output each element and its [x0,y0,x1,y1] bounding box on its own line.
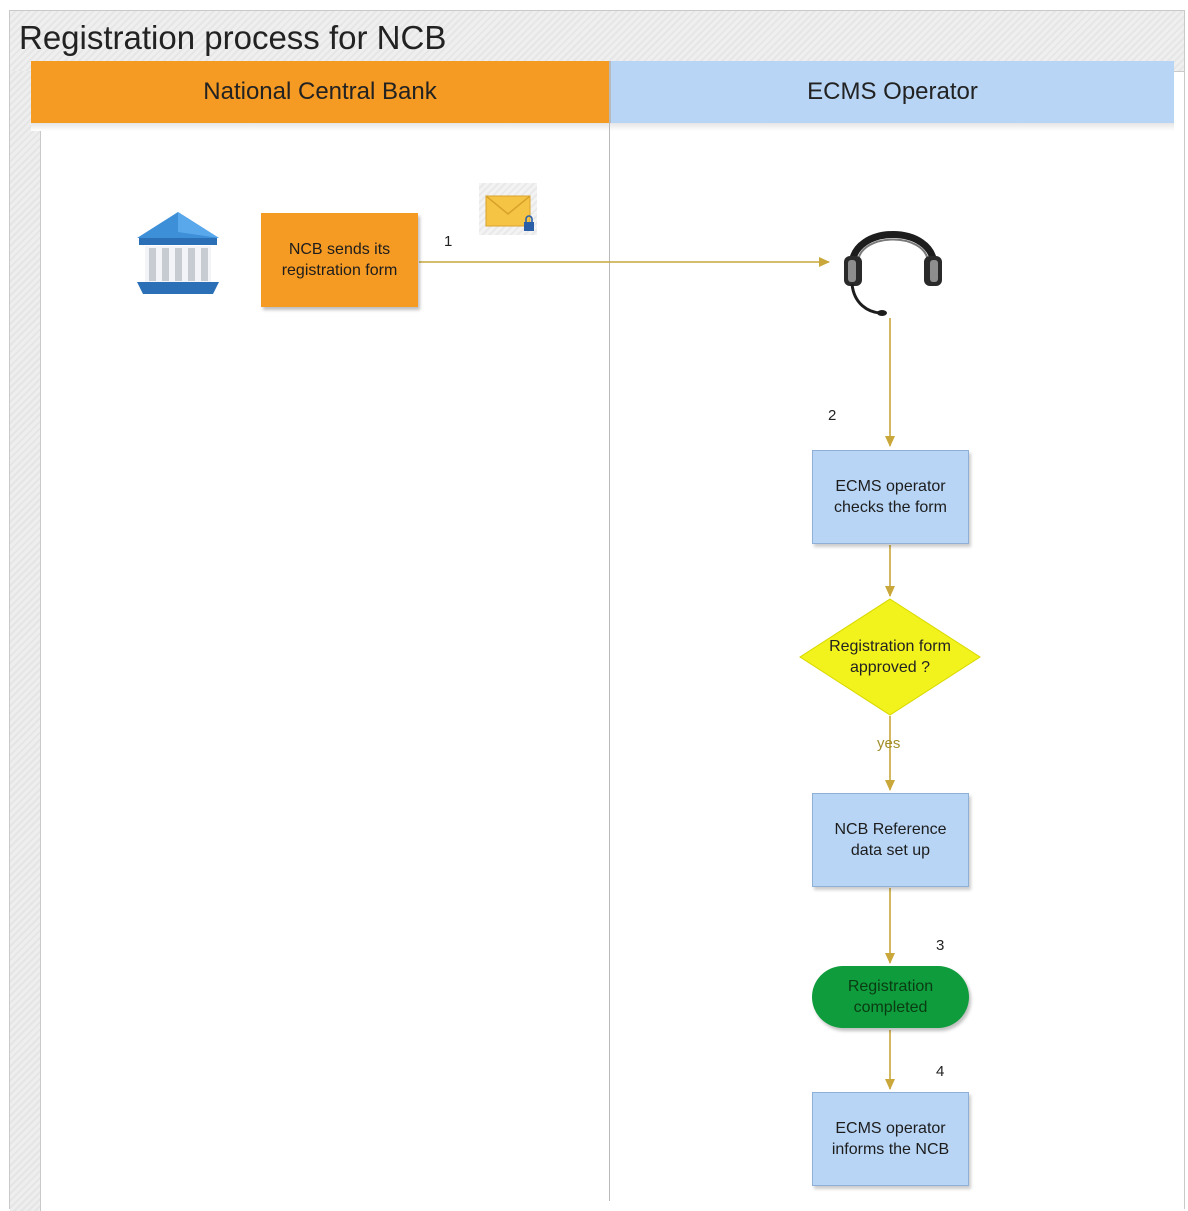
step-number-2: 2 [828,407,837,424]
lane-header-ncb: National Central Bank [31,61,609,123]
pool-label-strip [10,71,41,1211]
bank-building-icon [137,212,219,294]
node-reference-data-setup-label: NCB Reference data set up [834,821,947,859]
envelope-lock-icon [485,195,534,231]
node-registration-completed: Registration completed [812,966,969,1028]
decision-label: Registration form approved ? [829,638,951,676]
step-number-4: 4 [936,1063,945,1080]
lane-header-shadow [31,123,1174,131]
diagram-frame: Registration process for NCB [9,10,1185,1211]
lane-divider [609,61,610,1201]
node-operator-checks-form: ECMS operator checks the form [812,450,969,544]
node-reference-data-setup: NCB Reference data set up [812,793,969,887]
step-number-1: 1 [444,233,453,250]
step-number-3: 3 [936,937,945,954]
lane-header-ecms: ECMS Operator [610,61,1174,123]
node-operator-checks-form-label: ECMS operator checks the form [834,478,947,516]
decision-diamond-shape [799,598,981,716]
decision-label-wrap: Registration form approved ? [799,598,981,716]
node-ncb-sends-form-label: NCB sends its registration form [281,241,398,279]
node-operator-informs-ncb-label: ECMS operator informs the NCB [831,1120,950,1158]
decision-form-approved: Registration form approved ? [799,598,981,716]
headset-icon [844,231,942,316]
node-ncb-sends-form: NCB sends its registration form [261,213,418,307]
diagram-title: Registration process for NCB [19,19,447,56]
node-registration-completed-label: Registration completed [847,978,934,1016]
edge-label-yes: yes [877,735,901,752]
node-operator-informs-ncb: ECMS operator informs the NCB [812,1092,969,1186]
